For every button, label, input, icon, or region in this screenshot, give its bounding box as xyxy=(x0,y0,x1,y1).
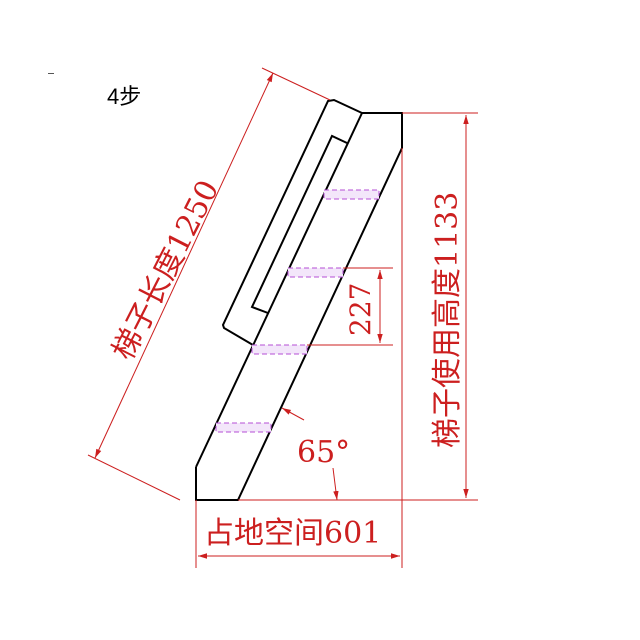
angle-arrow-2 xyxy=(332,467,339,501)
stray-mark xyxy=(48,73,54,74)
step-count-label: 4步 xyxy=(107,84,141,109)
floor-space-label: 占地空间601 xyxy=(204,516,381,551)
rung-3 xyxy=(251,344,308,355)
step-spacing-label: 227 xyxy=(344,283,377,336)
rung-2 xyxy=(287,267,344,278)
angle-arrow-1 xyxy=(281,407,305,421)
front-ladder-rail xyxy=(195,112,403,501)
usage-height-label: 梯子使用高度1133 xyxy=(430,192,465,448)
rung-4 xyxy=(215,422,272,433)
angle-label: 65° xyxy=(297,435,350,470)
rung-1 xyxy=(323,189,380,200)
dimension-lines xyxy=(87,67,478,568)
ladder-length-label: 梯子长度1250 xyxy=(106,175,226,366)
length-dimension xyxy=(94,72,274,459)
